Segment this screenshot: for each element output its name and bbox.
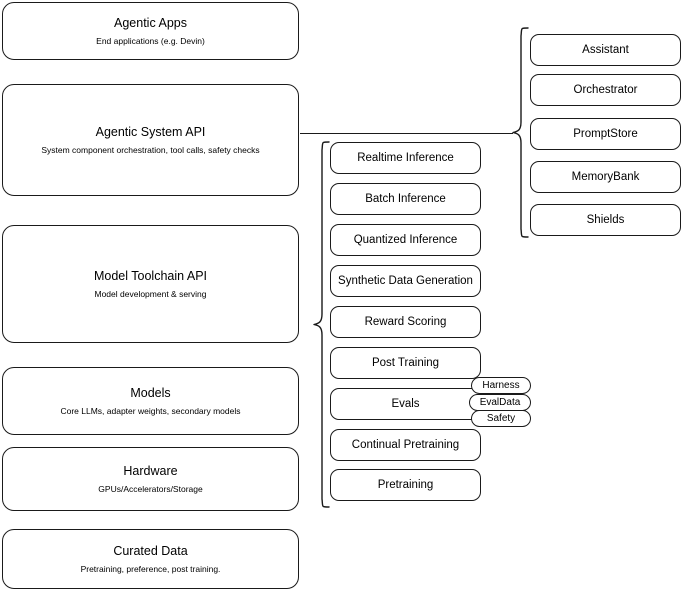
component-assistant[interactable]: Assistant [530,34,681,66]
stack-layer-subtitle: Model development & serving [94,288,207,299]
stack-layer-subtitle: System component orchestration, tool cal… [41,144,260,155]
component-label: Pretraining [377,479,434,491]
brace-model-toolchain-components [313,141,330,508]
component-label: Shields [586,214,625,226]
component-orchestrator[interactable]: Orchestrator [530,74,681,106]
component-continual-pretraining[interactable]: Continual Pretraining [330,429,481,461]
stack-layer-agentic-apps[interactable]: Agentic Apps End applications (e.g. Devi… [2,2,299,60]
stack-layer-title: Agentic Apps [114,15,187,30]
component-batch-inference[interactable]: Batch Inference [330,183,481,215]
component-evals[interactable]: Evals [330,388,481,420]
stack-layer-title: Model Toolchain API [93,268,208,283]
component-label: Continual Pretraining [351,439,460,451]
stack-layer-subtitle: Core LLMs, adapter weights, secondary mo… [60,405,241,416]
component-pretraining[interactable]: Pretraining [330,469,481,501]
component-post-training[interactable]: Post Training [330,347,481,379]
badge-label: EvalData [479,397,521,408]
component-label: Evals [391,398,420,410]
badge-evaldata[interactable]: EvalData [469,394,531,411]
component-label: PromptStore [573,128,638,140]
component-label: Assistant [582,44,629,56]
component-promptstore[interactable]: PromptStore [530,118,681,150]
badge-label: Safety [486,413,516,424]
stack-layer-subtitle: End applications (e.g. Devin) [96,35,205,46]
component-label: MemoryBank [571,171,640,183]
component-reward-scoring[interactable]: Reward Scoring [330,306,481,338]
stack-layer-model-toolchain-api[interactable]: Model Toolchain API Model development & … [2,225,299,343]
component-shields[interactable]: Shields [530,204,681,236]
component-memorybank[interactable]: MemoryBank [530,161,681,193]
stack-layer-subtitle: GPUs/Accelerators/Storage [98,483,203,494]
connector-line-agentic-system [300,132,513,134]
component-label: Batch Inference [365,193,446,205]
component-label: Orchestrator [573,84,638,96]
component-label: Reward Scoring [364,316,447,328]
stack-layer-subtitle: Pretraining, preference, post training. [80,563,221,574]
stack-layer-title: Models [130,385,171,400]
stack-layer-agentic-system-api[interactable]: Agentic System API System component orch… [2,84,299,196]
component-synthetic-data-generation[interactable]: Synthetic Data Generation [330,265,481,297]
component-label: Synthetic Data Generation [338,275,473,287]
badge-label: Harness [482,380,520,391]
stack-layer-hardware[interactable]: Hardware GPUs/Accelerators/Storage [2,447,299,511]
brace-agentic-system-components [512,27,529,238]
stack-layer-title: Agentic System API [95,124,206,139]
component-quantized-inference[interactable]: Quantized Inference [330,224,481,256]
component-label: Quantized Inference [353,234,458,246]
stack-layer-title: Hardware [123,463,178,478]
badge-safety[interactable]: Safety [471,410,531,427]
stack-layer-curated-data[interactable]: Curated Data Pretraining, preference, po… [2,529,299,589]
stack-layer-models[interactable]: Models Core LLMs, adapter weights, secon… [2,367,299,435]
component-label: Realtime Inference [357,152,454,164]
component-label: Post Training [371,357,440,369]
badge-harness[interactable]: Harness [471,377,531,394]
stack-layer-title: Curated Data [113,543,188,558]
component-realtime-inference[interactable]: Realtime Inference [330,142,481,174]
